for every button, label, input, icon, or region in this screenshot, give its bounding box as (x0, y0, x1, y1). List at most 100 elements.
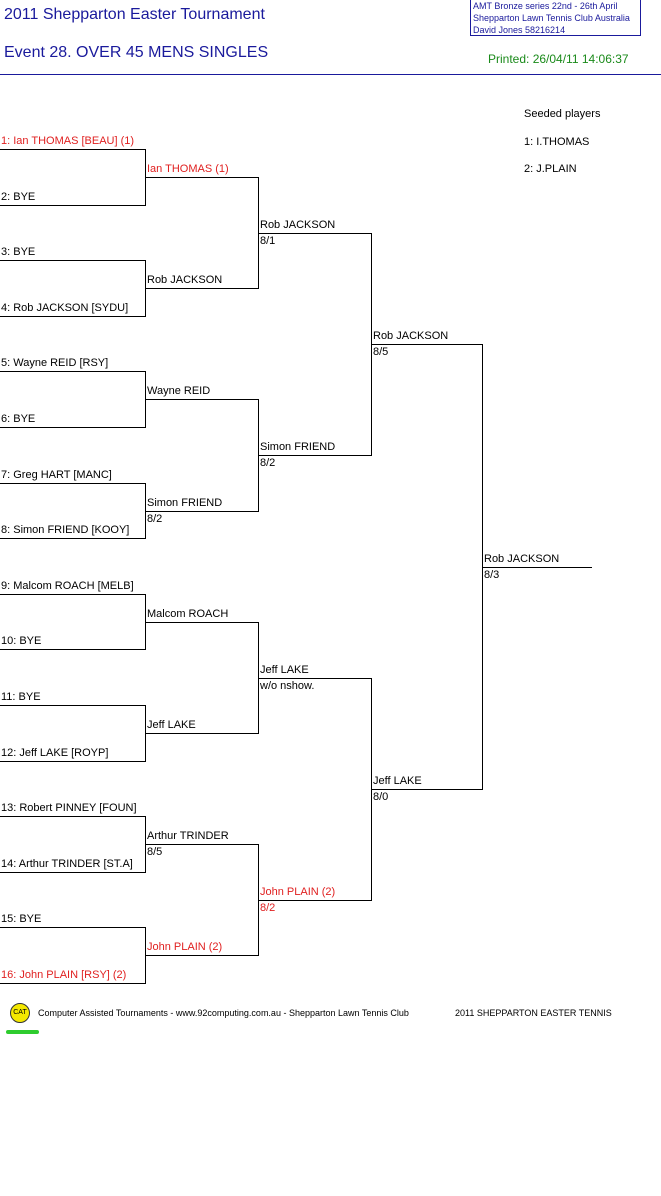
match-winner: John PLAIN (2) (260, 886, 336, 898)
bracket-connector (145, 149, 146, 206)
seeded-player: 1: I.THOMAS (524, 136, 590, 148)
bracket-line (0, 538, 146, 539)
bracket-line (0, 205, 146, 206)
draw-entry: 12: Jeff LAKE [ROYP] (1, 747, 109, 759)
match-winner: Jeff LAKE (147, 719, 196, 731)
bracket-line (372, 344, 483, 345)
match-score: 8/2 (260, 902, 276, 914)
bracket-connector (482, 344, 483, 790)
draw-entry: 9: Malcom ROACH [MELB] (1, 580, 134, 592)
bracket-connector (145, 927, 146, 984)
match-winner: Arthur TRINDER (147, 830, 229, 842)
match-winner: Malcom ROACH (147, 608, 229, 620)
bracket-line (0, 872, 146, 873)
printed-timestamp: Printed: 26/04/11 14:06:37 (488, 52, 629, 66)
bracket-line (146, 733, 259, 734)
bracket-line (0, 649, 146, 650)
bracket-line (146, 844, 259, 845)
info-line: Shepparton Lawn Tennis Club Australia (473, 13, 630, 23)
draw-entry: 6: BYE (1, 413, 36, 425)
draw-entry: 10: BYE (1, 635, 42, 647)
draw-entry: 3: BYE (1, 246, 36, 258)
footer-event: 2011 SHEPPARTON EASTER TENNIS (455, 1008, 612, 1018)
draw-entry: 2: BYE (1, 191, 36, 203)
bracket-line (259, 233, 372, 234)
match-score: 8/0 (373, 791, 389, 803)
bracket-connector (145, 483, 146, 539)
bracket-line (0, 927, 146, 928)
bracket-connector (145, 260, 146, 317)
draw-entry: 1: Ian THOMAS [BEAU] (1) (1, 135, 135, 147)
bracket-line (0, 260, 146, 261)
bracket-connector (258, 399, 259, 512)
match-score: w/o nshow. (260, 680, 315, 692)
info-line: David Jones 58216214 (473, 25, 566, 35)
match-score: 8/5 (373, 346, 389, 358)
bracket-connector (258, 844, 259, 956)
footer-credit: Computer Assisted Tournaments - www.92co… (38, 1008, 409, 1018)
match-score: 8/2 (260, 457, 276, 469)
cat-logo-underline (6, 1030, 39, 1034)
bracket-line (0, 483, 146, 484)
match-winner: John PLAIN (2) (147, 941, 223, 953)
match-winner: Simon FRIEND (260, 441, 336, 453)
match-winner: Jeff LAKE (260, 664, 309, 676)
draw-entry: 8: Simon FRIEND [KOOY] (1, 524, 130, 536)
bracket-connector (371, 678, 372, 901)
bracket-line (0, 371, 146, 372)
draw-entry: 13: Robert PINNEY [FOUN] (1, 802, 137, 814)
bracket-line (146, 622, 259, 623)
tournament-title: 2011 Shepparton Easter Tournament (4, 6, 265, 23)
bracket-connector (145, 705, 146, 762)
bracket-connector (145, 594, 146, 650)
match-score: 8/2 (147, 513, 163, 525)
draw-entry: 5: Wayne REID [RSY] (1, 357, 109, 369)
bracket-line (0, 316, 146, 317)
draw-entry: 15: BYE (1, 913, 42, 925)
bracket-line (0, 149, 146, 150)
seeded-player: 2: J.PLAIN (524, 163, 577, 175)
bracket-line (146, 511, 259, 512)
bracket-line (259, 455, 372, 456)
bracket-connector (145, 816, 146, 873)
bracket-line (259, 678, 372, 679)
bracket-line (259, 900, 372, 901)
info-line: AMT Bronze series 22nd - 26th April (473, 1, 618, 11)
cat-logo: CAT (10, 1003, 30, 1023)
bracket-connector (258, 622, 259, 734)
bracket-connector (145, 371, 146, 428)
bracket-line (0, 427, 146, 428)
bracket-line (0, 705, 146, 706)
match-winner: Rob JACKSON (484, 553, 560, 565)
draw-entry: 7: Greg HART [MANC] (1, 469, 112, 481)
bracket-line (372, 789, 483, 790)
match-score: 8/1 (260, 235, 276, 247)
bracket-line (0, 761, 146, 762)
match-winner: Rob JACKSON (147, 274, 223, 286)
header-divider (0, 74, 661, 75)
draw-entry: 11: BYE (1, 691, 41, 703)
match-winner: Ian THOMAS (1) (147, 163, 229, 175)
event-title: Event 28. OVER 45 MENS SINGLES (4, 44, 269, 61)
match-score: 8/5 (147, 846, 163, 858)
bracket-connector (371, 233, 372, 456)
bracket-line (146, 177, 259, 178)
draw-entry: 16: John PLAIN [RSY] (2) (1, 969, 127, 981)
match-winner: Wayne REID (147, 385, 211, 397)
bracket-line (146, 955, 259, 956)
bracket-line (0, 983, 146, 984)
draw-entry: 4: Rob JACKSON [SYDU] (1, 302, 129, 314)
bracket-line (0, 594, 146, 595)
bracket-connector (258, 177, 259, 289)
bracket-line (146, 288, 259, 289)
seeded-title: Seeded players (524, 108, 601, 120)
bracket-line (146, 399, 259, 400)
match-winner: Simon FRIEND (147, 497, 223, 509)
match-score: 8/3 (484, 569, 500, 581)
match-winner: Jeff LAKE (373, 775, 422, 787)
info-box: AMT Bronze series 22nd - 26th April Shep… (470, 0, 641, 36)
draw-entry: 14: Arthur TRINDER [ST.A] (1, 858, 133, 870)
bracket-line (483, 567, 592, 568)
bracket-line (0, 816, 146, 817)
match-winner: Rob JACKSON (373, 330, 449, 342)
